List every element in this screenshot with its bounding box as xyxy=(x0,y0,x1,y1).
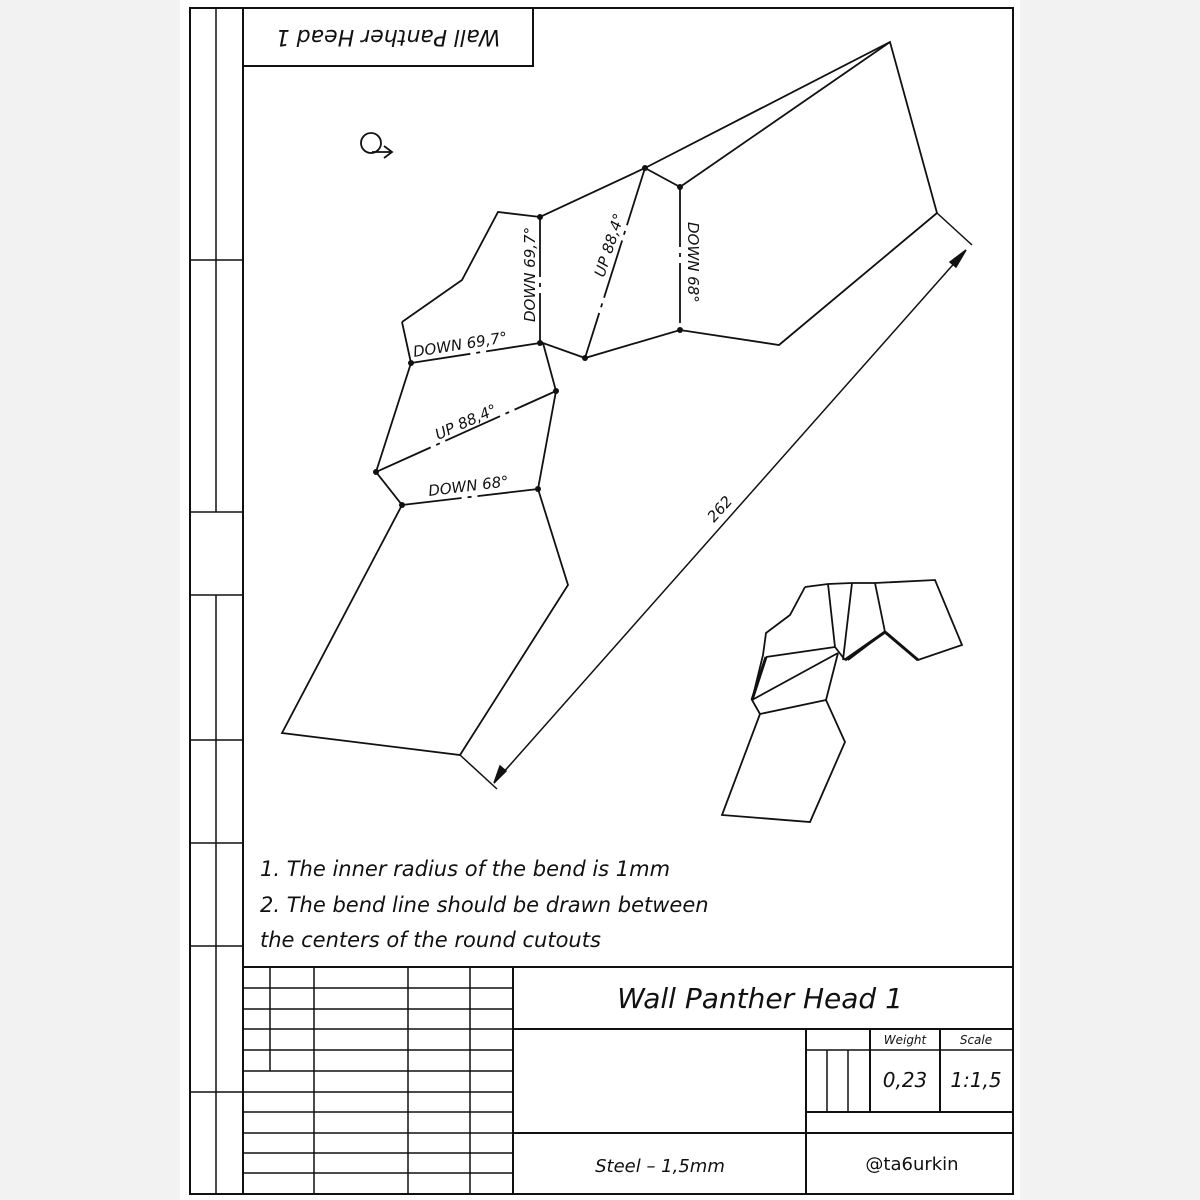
title-block-grid xyxy=(243,966,1013,1194)
dimension-value: 262 xyxy=(704,492,737,525)
mirrored-stamp-text: Wall Panther Head 1 xyxy=(276,24,501,49)
material-text: Steel – 1,5mm xyxy=(595,1156,725,1177)
scale-value: 1:1,5 xyxy=(950,1068,1001,1092)
drawing-sheet xyxy=(180,0,1020,1200)
bend-label-up-88-4-vertical: UP 88,4° xyxy=(591,211,628,279)
dimension-line xyxy=(459,212,973,790)
left-margin-table xyxy=(190,8,243,1194)
rotation-symbol-icon xyxy=(360,132,394,159)
bend-cutout-dots xyxy=(373,165,683,508)
scale-label: Scale xyxy=(960,1033,992,1047)
outer-frame xyxy=(189,7,1014,1195)
bend-label-down-69-7-vertical: DOWN 69,7° xyxy=(521,227,539,322)
flat-pattern-outline xyxy=(280,40,939,756)
weight-value: 0,23 xyxy=(883,1068,928,1092)
note-line-3: the centers of the round cutouts xyxy=(260,928,601,952)
bend-label-up-88-4: UP 88,4° xyxy=(432,400,499,443)
bend-lines xyxy=(375,41,891,506)
fold-preview-model xyxy=(720,579,964,823)
bend-label-down-68: DOWN 68° xyxy=(427,472,509,500)
note-line-1: 1. The inner radius of the bend is 1mm xyxy=(260,857,670,881)
mirrored-stamp-box xyxy=(242,7,534,67)
bend-label-down-68-vertical: DOWN 68° xyxy=(684,222,702,303)
title-text: Wall Panther Head 1 xyxy=(617,982,903,1015)
author-text: @ta6urkin xyxy=(865,1154,958,1175)
weight-label: Weight xyxy=(884,1033,928,1047)
note-line-2: 2. The bend line should be drawn between xyxy=(260,893,709,917)
